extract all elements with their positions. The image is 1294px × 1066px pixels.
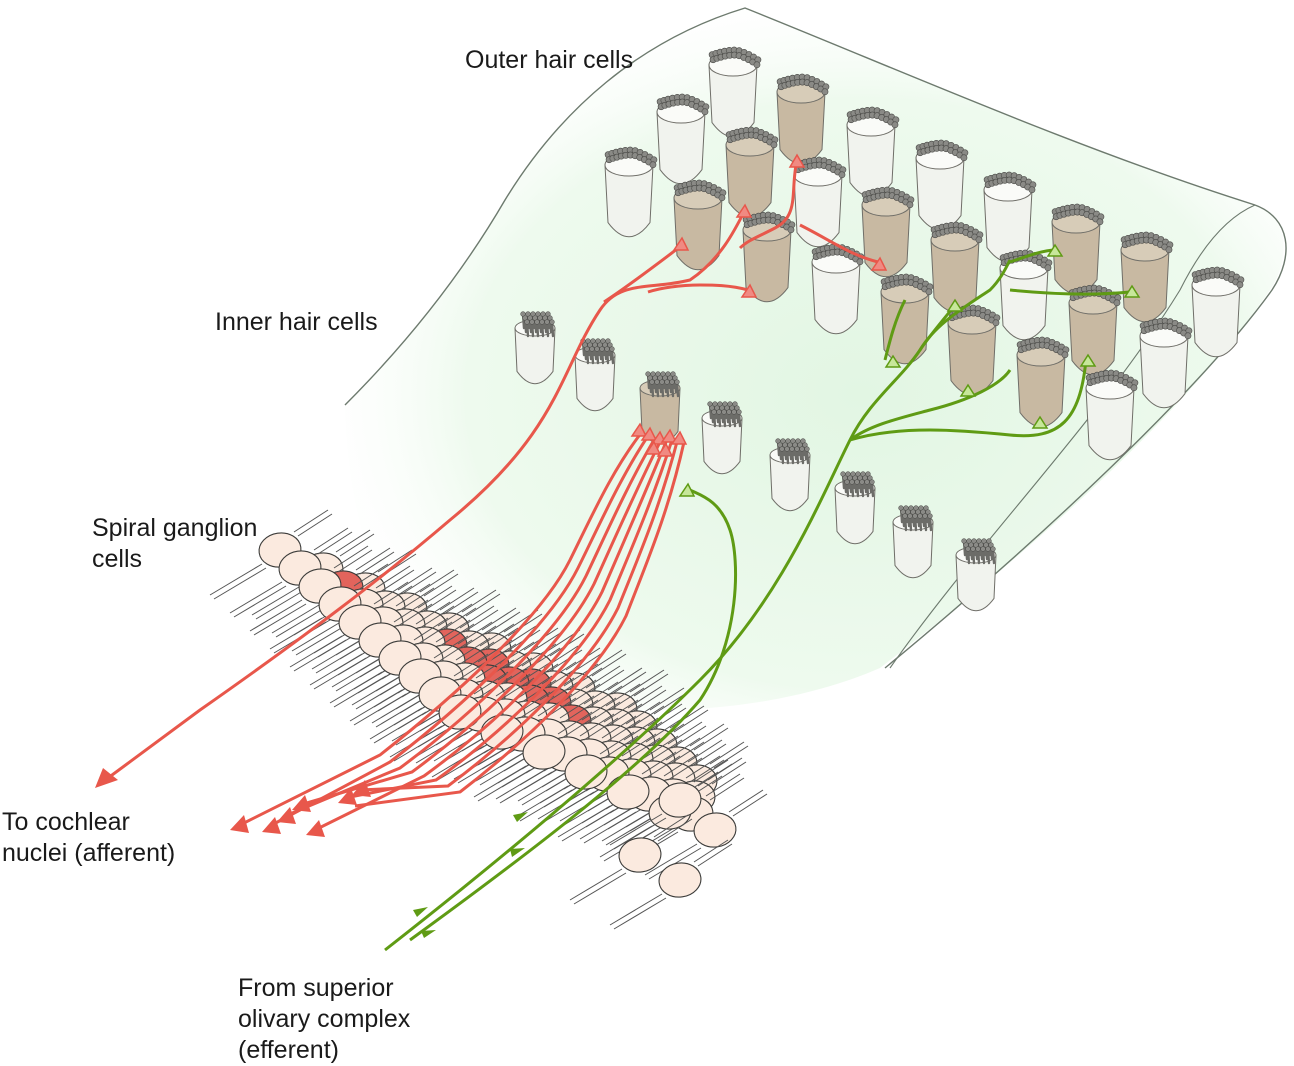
outer-hair-cell [915, 139, 969, 231]
inner-hair-cell [574, 338, 616, 412]
inner-afferent-bundle-8 [354, 441, 686, 808]
outer-hair-cell [1085, 369, 1139, 461]
outer-hair-cell [1016, 336, 1070, 428]
afferent-terminals [630, 153, 888, 457]
inner-hair-cell [769, 438, 811, 512]
efferent-line-3: (efferent) [238, 1036, 339, 1064]
ganglion-cell [557, 751, 681, 842]
outer-hair-cell [947, 304, 1001, 396]
ganglion-cell [609, 759, 733, 850]
arrowhead-afferent [262, 817, 281, 834]
outer-hair-cell [983, 171, 1037, 263]
inner-afferent-bundle-2 [269, 435, 650, 828]
efferent-arrowheads [413, 812, 528, 938]
outer-hair-cell [880, 273, 934, 365]
spiral-ganglion-line-1: Spiral ganglion [92, 514, 258, 542]
outer-hair-cell [793, 156, 847, 248]
outer-hair-cell [846, 106, 900, 198]
arrowhead-afferent [338, 788, 357, 805]
efferent-terminals [678, 243, 1141, 497]
arrowhead-efferent [513, 812, 528, 822]
arrowhead-afferent [352, 780, 371, 797]
inner-hair-cell [955, 538, 997, 612]
inner-hair-cell [834, 471, 876, 545]
outer-afferent-fiber [107, 209, 747, 780]
spiral-ganglion-label: Spiral ganglion cells [92, 513, 257, 575]
efferent-fiber-outer [384, 259, 1012, 952]
spiral-ganglion-line-2: cells [92, 545, 143, 573]
afferent-fibers [107, 159, 879, 832]
inner-afferent-bundle-6 [344, 439, 674, 800]
arrowhead-afferent [292, 795, 311, 812]
outer-hair-cell [811, 243, 865, 335]
outer-hair-cell [604, 146, 658, 238]
inner-afferent-bundle-1 [239, 431, 644, 827]
afferent-line-2: nuclei (afferent) [2, 839, 176, 867]
outer-hair-cell [930, 221, 984, 313]
arrowhead-efferent [421, 930, 436, 938]
outer-hair-cell [673, 179, 727, 271]
ganglion-cell [569, 814, 693, 905]
outer-hair-cell [999, 249, 1053, 341]
outer-hair-cell [1191, 266, 1245, 358]
efferent-fiber-inner [409, 488, 738, 942]
efferent-line-1: From superior [238, 974, 394, 1002]
inner-afferent-bundle-5 [314, 441, 668, 832]
inner-afferent-bundle-4 [299, 441, 662, 807]
inner-hair-cells-text: Inner hair cells [215, 308, 378, 336]
outer-hair-cell [861, 186, 915, 278]
outer-hair-cell [776, 73, 830, 165]
ganglion-cell [515, 731, 639, 822]
outer-hair-cells-text: Outer hair cells [465, 46, 634, 74]
outer-hair-cell [1068, 284, 1122, 376]
inner-hair-cell [701, 401, 743, 475]
outer-hair-cells-label: Outer hair cells [465, 45, 633, 76]
hair-cells [514, 46, 1245, 612]
arrowhead-efferent [510, 848, 525, 857]
arrowhead-efferent [413, 907, 428, 917]
inner-afferent-bundle-3 [284, 439, 656, 818]
inner-hair-cell [892, 505, 934, 579]
outer-hair-cell [1051, 203, 1105, 295]
ganglion-cell [609, 839, 733, 930]
arrowhead-afferent [277, 807, 296, 824]
arrowhead-afferent [95, 768, 118, 788]
outer-hair-cell [1139, 317, 1193, 409]
ganglion-cell [473, 711, 597, 802]
outer-hair-cell [708, 46, 762, 138]
outer-hair-cell [1120, 231, 1174, 323]
afferent-label: To cochlear nuclei (afferent) [2, 807, 175, 869]
inner-hair-cells-label: Inner hair cells [215, 307, 378, 338]
arrowhead-afferent [230, 815, 249, 833]
afferent-arrowheads [95, 768, 371, 837]
afferent-line-1: To cochlear [2, 808, 130, 836]
efferent-fibers [384, 248, 1131, 952]
outer-hair-cell [656, 93, 710, 185]
arrowhead-afferent [306, 820, 325, 837]
efferent-label: From superior olivary complex (efferent) [238, 973, 410, 1066]
inner-hair-cell [514, 311, 556, 385]
inner-afferent-bundle-7 [359, 437, 680, 792]
efferent-line-2: olivary complex [238, 1005, 411, 1033]
outer-hair-cell [725, 126, 779, 218]
